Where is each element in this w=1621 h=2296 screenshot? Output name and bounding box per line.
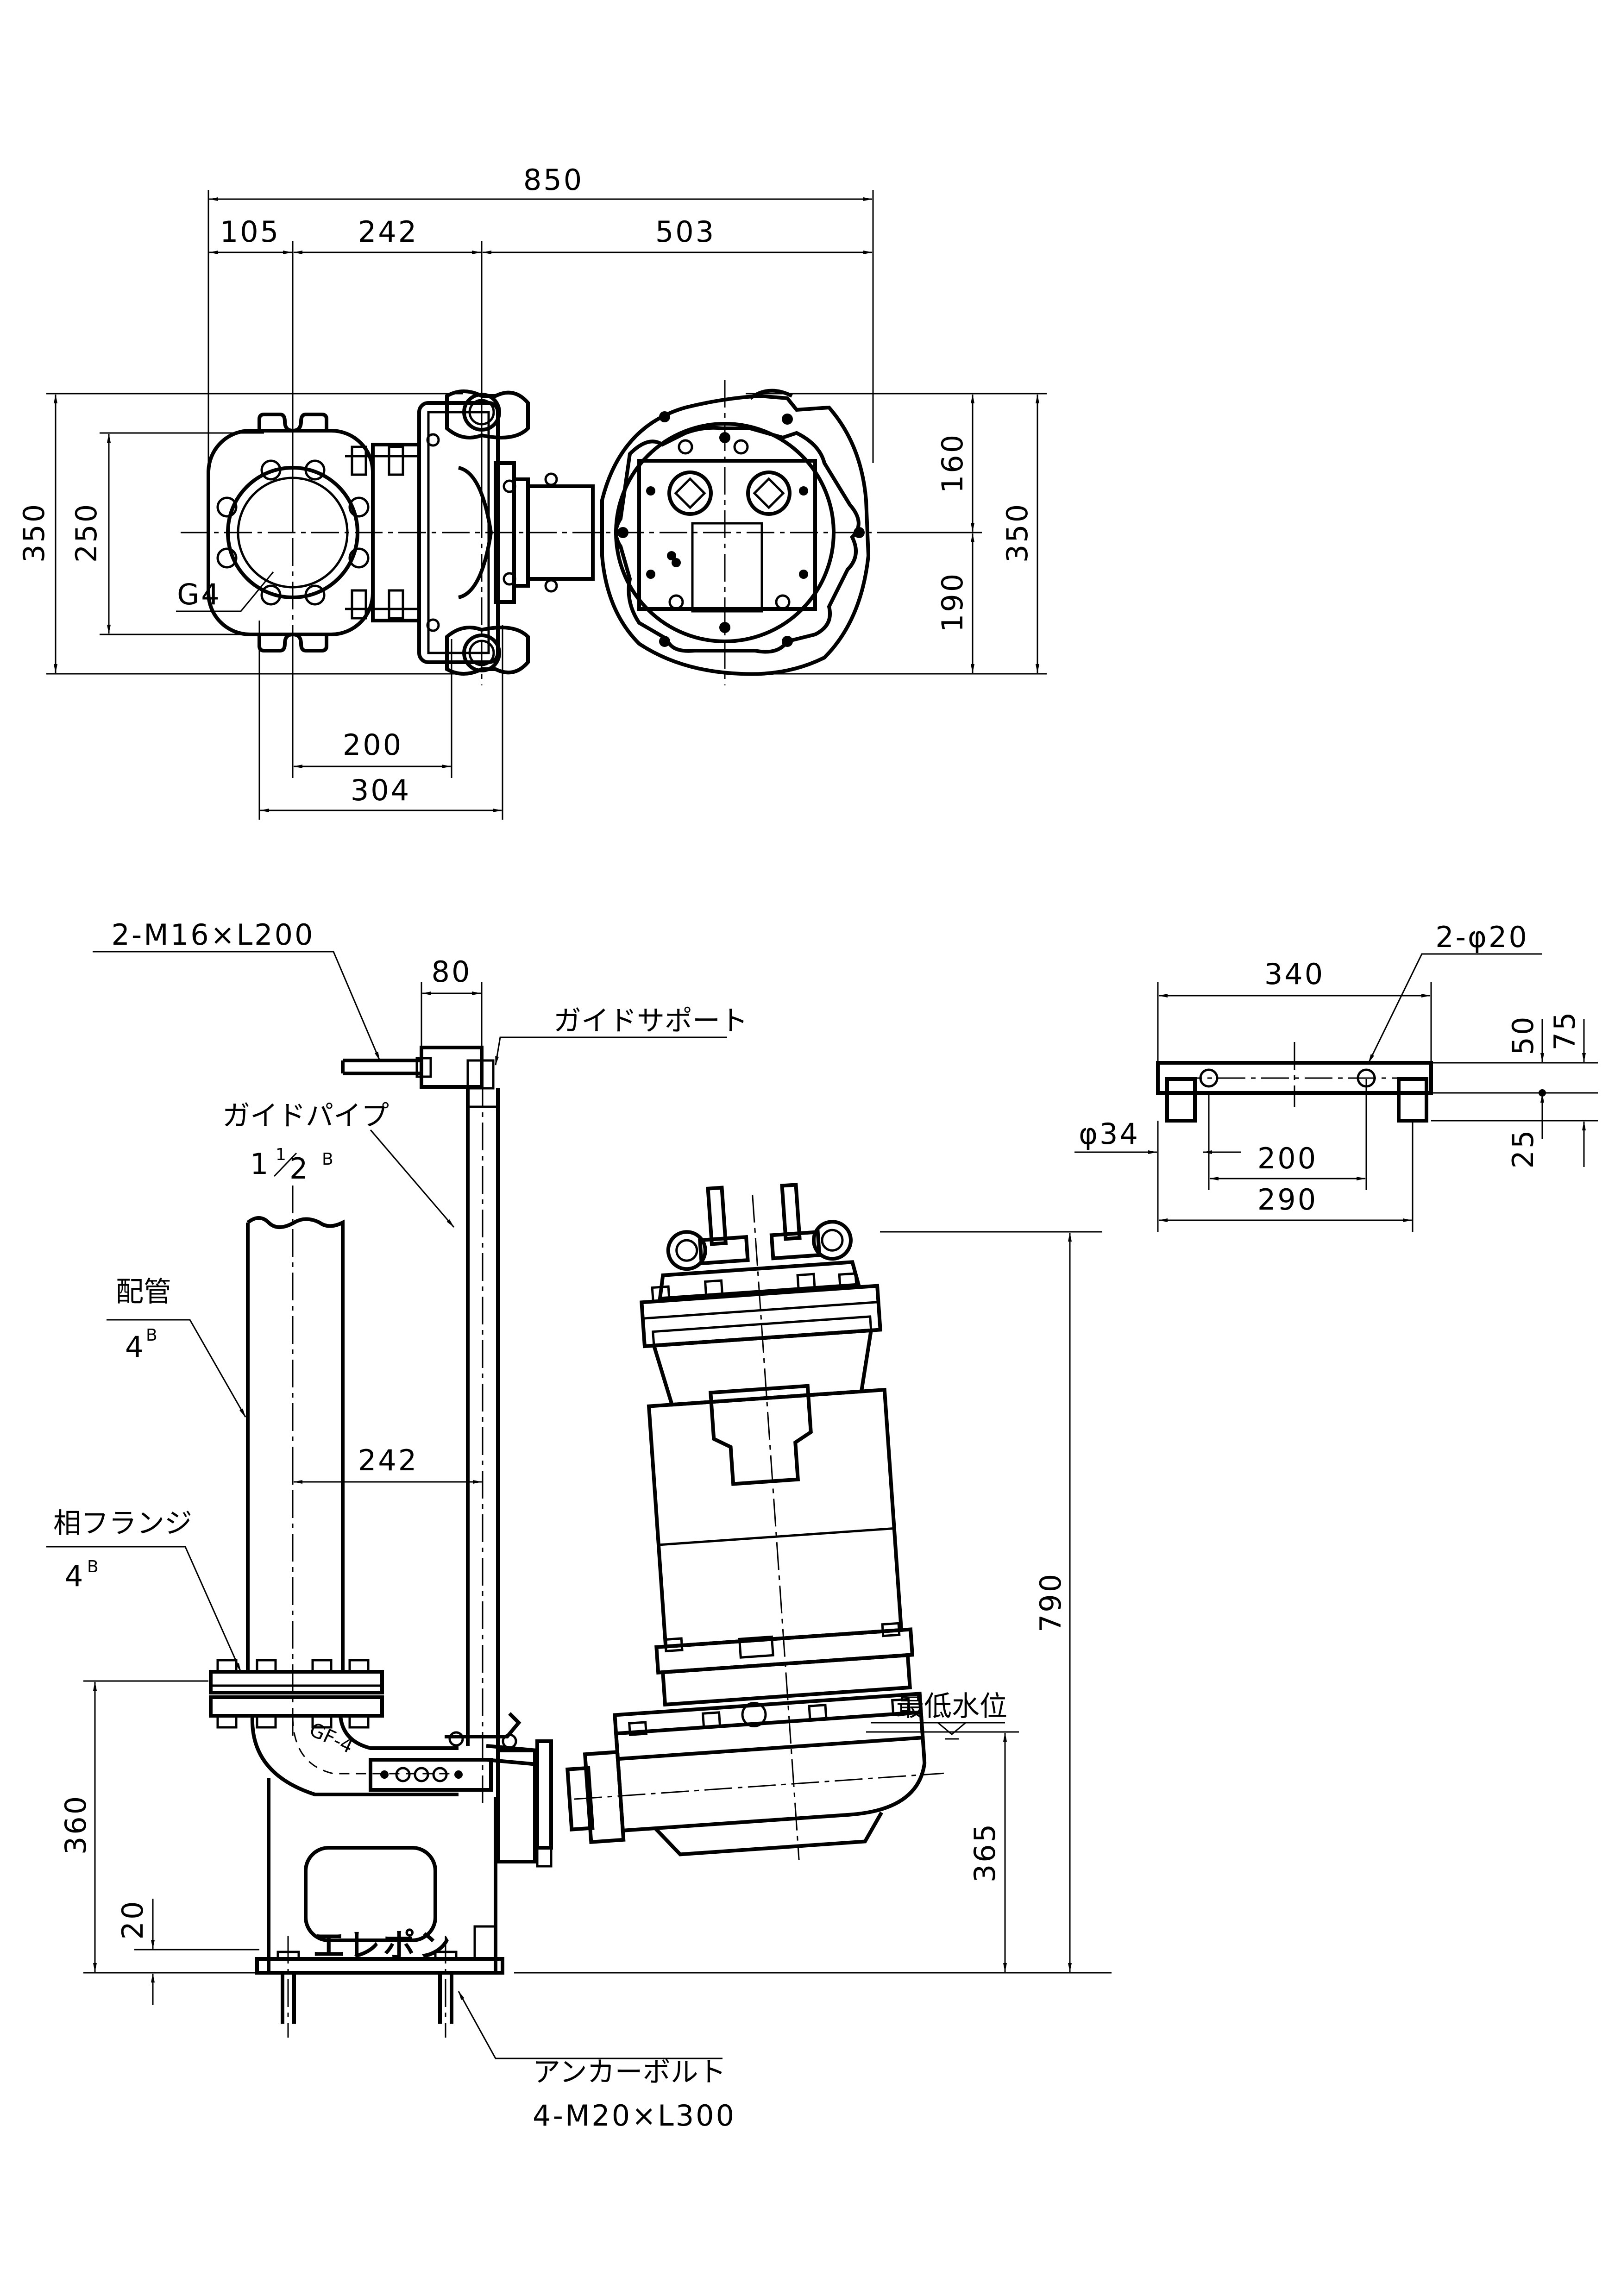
guide-support-side — [341, 1046, 500, 1806]
dim-support-290: 290 — [1257, 1183, 1318, 1217]
brand-mark: エレポン — [313, 1926, 453, 1964]
dim-340: 340 — [1264, 957, 1325, 991]
dim-360: 360 — [59, 1794, 93, 1855]
label-piping-size: 4 — [125, 1330, 145, 1364]
side-dimension-lines — [93, 991, 1072, 2005]
support-dimension-lines — [1074, 953, 1586, 1222]
pump-body-side — [565, 1183, 944, 1860]
anchor-bolts-side — [276, 1925, 497, 2038]
g4-leader — [176, 571, 274, 612]
label-mating-flange-size: 4 — [65, 1559, 85, 1593]
dim-365: 365 — [968, 1822, 1002, 1882]
min-water-level-symbol — [871, 1722, 1005, 1740]
dim-250: 250 — [69, 502, 103, 563]
dim-25: 25 — [1506, 1129, 1540, 1169]
side-extension-lines — [83, 982, 1112, 1974]
dim-200: 200 — [343, 728, 403, 762]
support-plate — [1156, 1042, 1546, 1123]
side-view: GF-4 エレポン — [46, 918, 1112, 2133]
dim-160: 160 — [936, 433, 969, 493]
guide-pipe-size-den: 2 — [289, 1152, 309, 1186]
pump-casing-plan — [600, 389, 871, 676]
duckfoot-bend-side: GF-4 エレポン — [250, 1715, 504, 1975]
dim-side-242: 242 — [358, 1443, 418, 1477]
lifting-eyes — [666, 1183, 853, 1271]
dim-105: 105 — [220, 215, 280, 249]
dim-790: 790 — [1034, 1572, 1068, 1632]
label-anchor-bolt-spec: 4-M20×L300 — [533, 2099, 736, 2133]
guide-pipe-size-sup: B — [322, 1150, 333, 1169]
label-mating-flange-size-sup: B — [87, 1557, 99, 1576]
dim-phi34: φ34 — [1079, 1117, 1140, 1151]
dim-50: 50 — [1506, 1015, 1540, 1055]
thread-g4: G4 — [177, 577, 221, 611]
dim-2-phi20: 2-φ20 — [1435, 920, 1529, 954]
dim-304: 304 — [351, 773, 411, 807]
label-min-water-level: 最低水位 — [896, 1690, 1007, 1723]
label-guide-pipe: ガイドパイプ — [222, 1100, 389, 1132]
dim-242: 242 — [358, 215, 418, 249]
guide-pipe-size: 1 1 2 B — [250, 1145, 333, 1186]
dim-80: 80 — [432, 955, 472, 989]
guide-pipe-size-num: 1 — [276, 1145, 286, 1164]
dim-503: 503 — [655, 215, 716, 249]
side-leaders — [46, 951, 727, 2059]
bend-body-plan — [345, 401, 595, 664]
plan-dimension-lines — [54, 197, 1039, 812]
support-detail: 340 2-φ20 50 75 25 φ34 200 290 — [1074, 920, 1598, 1232]
guide-lugs-plan — [426, 389, 558, 676]
dim-350-right: 350 — [1000, 502, 1034, 563]
dim-support-200: 200 — [1257, 1142, 1318, 1175]
label-guide-support: ガイドサポート — [553, 1005, 748, 1037]
label-mating-flange: 相フランジ — [53, 1507, 192, 1540]
label-guide-bolt: 2-M16×L200 — [111, 918, 314, 952]
discharge-pipe-side — [209, 1186, 384, 1741]
guide-claw-side — [445, 1712, 553, 1868]
plan-extension-lines — [46, 190, 1047, 820]
dim-190: 190 — [936, 572, 969, 632]
guide-pipe-size-whole: 1 — [250, 1147, 270, 1181]
pump-bolts — [628, 1272, 911, 1736]
dim-20: 20 — [116, 1900, 150, 1940]
dim-350-left: 350 — [17, 502, 51, 563]
plan-view: 850 105 242 503 350 250 G4 200 304 160 1… — [17, 163, 1047, 820]
label-piping: 配管 — [116, 1276, 171, 1308]
flange-bolts-side — [216, 1659, 370, 1729]
dim-850: 850 — [523, 163, 584, 197]
dim-75: 75 — [1548, 1010, 1582, 1051]
label-piping-size-sup: B — [146, 1326, 157, 1345]
label-anchor-bolt: アンカーボルト — [533, 2056, 726, 2089]
